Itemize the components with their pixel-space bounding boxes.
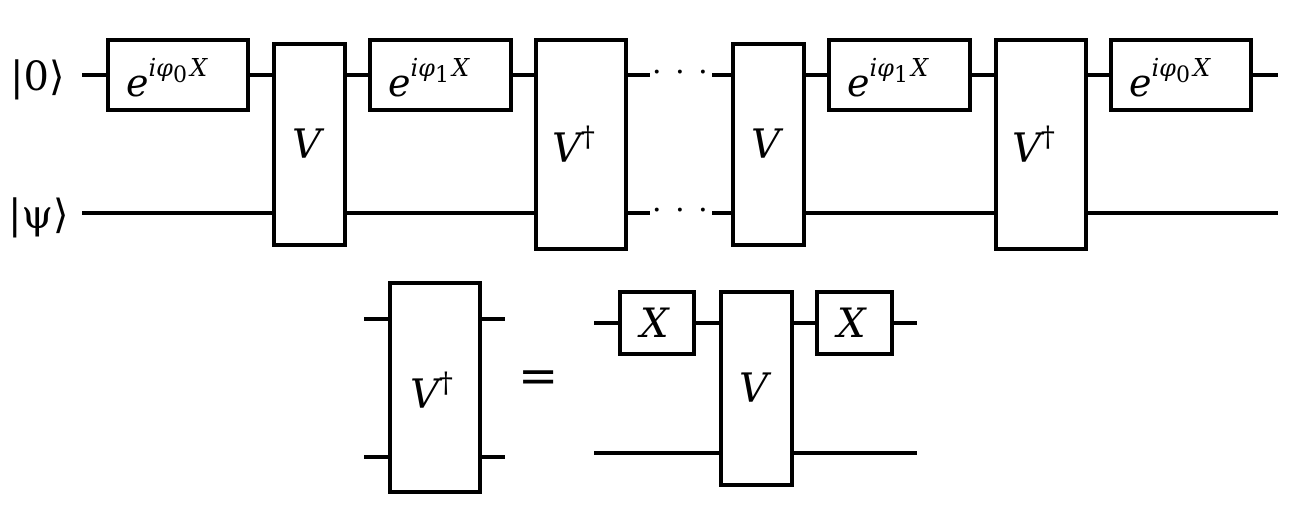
- v-gate-label: V: [292, 122, 325, 168]
- ellipsis-top-wire: · · ·: [652, 55, 710, 90]
- svg-text:V†: V†: [552, 120, 595, 172]
- svg-text:V†: V†: [410, 366, 453, 418]
- svg-text:V: V: [739, 366, 772, 412]
- v-dagger-gate-second: V†: [994, 38, 1088, 251]
- x-gate-left: X: [618, 290, 696, 356]
- x-gate-right: X: [815, 290, 894, 356]
- svg-text:X: X: [834, 301, 867, 347]
- phase-base: e: [126, 61, 149, 105]
- phase-exponent: iφ: [149, 54, 174, 82]
- identity-lhs-v-dagger: V†: [364, 281, 505, 494]
- ket-zero-label: |0⟩: [10, 54, 65, 100]
- v-gate-second: V: [731, 42, 806, 247]
- v-gate-first: V: [272, 42, 347, 247]
- equals-sign: =: [518, 348, 558, 404]
- phase-subscript: 0: [173, 63, 187, 88]
- ellipsis-bottom-wire: · · ·: [652, 193, 710, 228]
- phase-operator: X: [188, 54, 208, 82]
- svg-text:V†: V†: [1012, 120, 1055, 172]
- v-dagger-gate-first: V†: [534, 38, 628, 251]
- v-gate-identity: V: [719, 290, 794, 487]
- svg-text:X: X: [637, 301, 670, 347]
- identity-rhs-x-v-x: X V X: [594, 290, 917, 487]
- svg-text:V: V: [751, 122, 784, 168]
- ket-psi-label: |ψ⟩: [8, 192, 68, 238]
